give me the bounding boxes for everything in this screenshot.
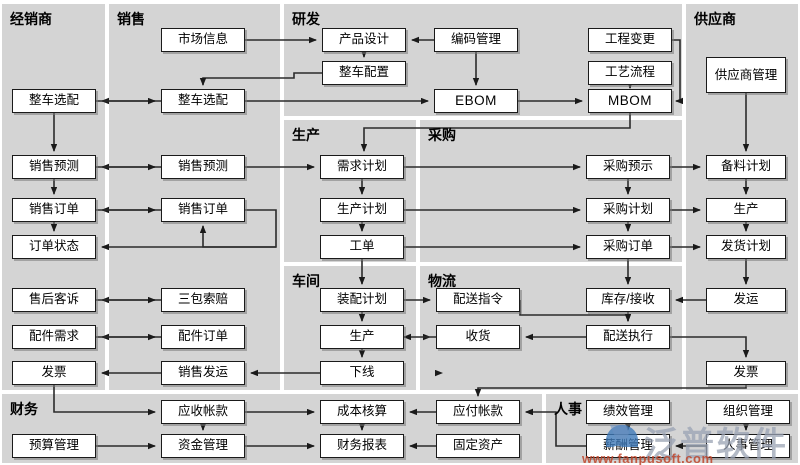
node-n_cpsj[interactable]: 产品设计 — [322, 28, 406, 52]
node-n_scjh[interactable]: 生产计划 — [320, 198, 404, 222]
panel-title-produce: 生产 — [292, 127, 320, 143]
node-n_zjgl[interactable]: 资金管理 — [161, 434, 245, 458]
node-n_gdzc[interactable]: 固定资产 — [436, 434, 520, 458]
node-n_cgjh[interactable]: 采购计划 — [586, 198, 670, 222]
panel-title-sales: 销售 — [117, 11, 145, 27]
node-n_xsdd_d[interactable]: 销售订单 — [12, 198, 96, 222]
node-n_sc_ws[interactable]: 生产 — [320, 325, 404, 349]
node-n_gcbg[interactable]: 工程变更 — [588, 28, 672, 52]
node-n_zcxp_d[interactable]: 整车选配 — [12, 89, 96, 113]
node-n_mbom[interactable]: MBOM — [588, 89, 672, 113]
node-n_fp_sup[interactable]: 发票 — [706, 361, 786, 385]
panel-title-rd: 研发 — [292, 11, 320, 27]
node-n_gylc[interactable]: 工艺流程 — [588, 61, 672, 85]
node-n_pszl[interactable]: 配送指令 — [436, 288, 520, 312]
node-n_yfzk[interactable]: 应付帐款 — [436, 400, 520, 424]
node-n_zpjh[interactable]: 装配计划 — [320, 288, 404, 312]
node-n_fp_d[interactable]: 发票 — [12, 361, 96, 385]
node-n_kcjs[interactable]: 库存/接收 — [586, 288, 670, 312]
panel-title-hr: 人事 — [554, 401, 582, 417]
node-n_rsgl[interactable]: 人事管理 — [706, 434, 790, 458]
node-n_fhjh[interactable]: 发货计划 — [706, 235, 786, 259]
node-n_zcxp_s[interactable]: 整车选配 — [161, 89, 245, 113]
node-n_shkс[interactable]: 售后客诉 — [12, 288, 96, 312]
node-n_sbsp[interactable]: 三包索赔 — [161, 288, 245, 312]
node-n_xcgl[interactable]: 薪酬管理 — [586, 434, 670, 458]
node-n_pjxq[interactable]: 配件需求 — [12, 325, 96, 349]
panel-title-workshop: 车间 — [292, 273, 320, 289]
node-n_bmgl[interactable]: 编码管理 — [434, 28, 518, 52]
node-n_cbhs[interactable]: 成本核算 — [320, 400, 404, 424]
node-n_pjdd[interactable]: 配件订单 — [161, 325, 245, 349]
node-n_jxgl[interactable]: 绩效管理 — [586, 400, 670, 424]
panel-title-finance: 财务 — [10, 401, 38, 417]
node-n_xsyc_d[interactable]: 销售预测 — [12, 155, 96, 179]
node-n_ebom[interactable]: EBOM — [434, 89, 518, 113]
node-n_zcpz[interactable]: 整车配置 — [322, 61, 406, 85]
node-n_ddzt[interactable]: 订单状态 — [12, 235, 96, 259]
node-n_cwbb[interactable]: 财务报表 — [320, 434, 404, 458]
node-n_sh[interactable]: 收货 — [436, 325, 520, 349]
node-n_cgdd[interactable]: 采购订单 — [586, 235, 670, 259]
node-n_sc_sup[interactable]: 生产 — [706, 198, 786, 222]
node-n_cgys[interactable]: 采购预示 — [586, 155, 670, 179]
node-n_zzgl[interactable]: 组织管理 — [706, 400, 790, 424]
node-n_pszx[interactable]: 配送执行 — [586, 325, 670, 349]
node-n_xsdd_s[interactable]: 销售订单 — [161, 198, 245, 222]
node-n_gd[interactable]: 工单 — [320, 235, 404, 259]
node-n_gysgl[interactable]: 供应商管理 — [706, 57, 786, 93]
node-n_scxx[interactable]: 市场信息 — [161, 28, 245, 52]
node-n_xsfy[interactable]: 销售发运 — [161, 361, 245, 385]
node-n_ysjg[interactable]: 预算管理 — [12, 434, 96, 458]
node-n_xsyc_s[interactable]: 销售预测 — [161, 155, 245, 179]
panel-title-supplier: 供应商 — [694, 11, 736, 27]
panel-title-dealer: 经销商 — [10, 11, 52, 27]
panel-title-purchase: 采购 — [428, 127, 456, 143]
node-n_xx[interactable]: 下线 — [320, 361, 404, 385]
panel-title-logistics: 物流 — [428, 273, 456, 289]
node-n_fy[interactable]: 发运 — [706, 288, 786, 312]
node-n_yszk[interactable]: 应收帐款 — [161, 400, 245, 424]
node-n_blјh[interactable]: 备料计划 — [706, 155, 786, 179]
node-n_xqjh[interactable]: 需求计划 — [320, 155, 404, 179]
